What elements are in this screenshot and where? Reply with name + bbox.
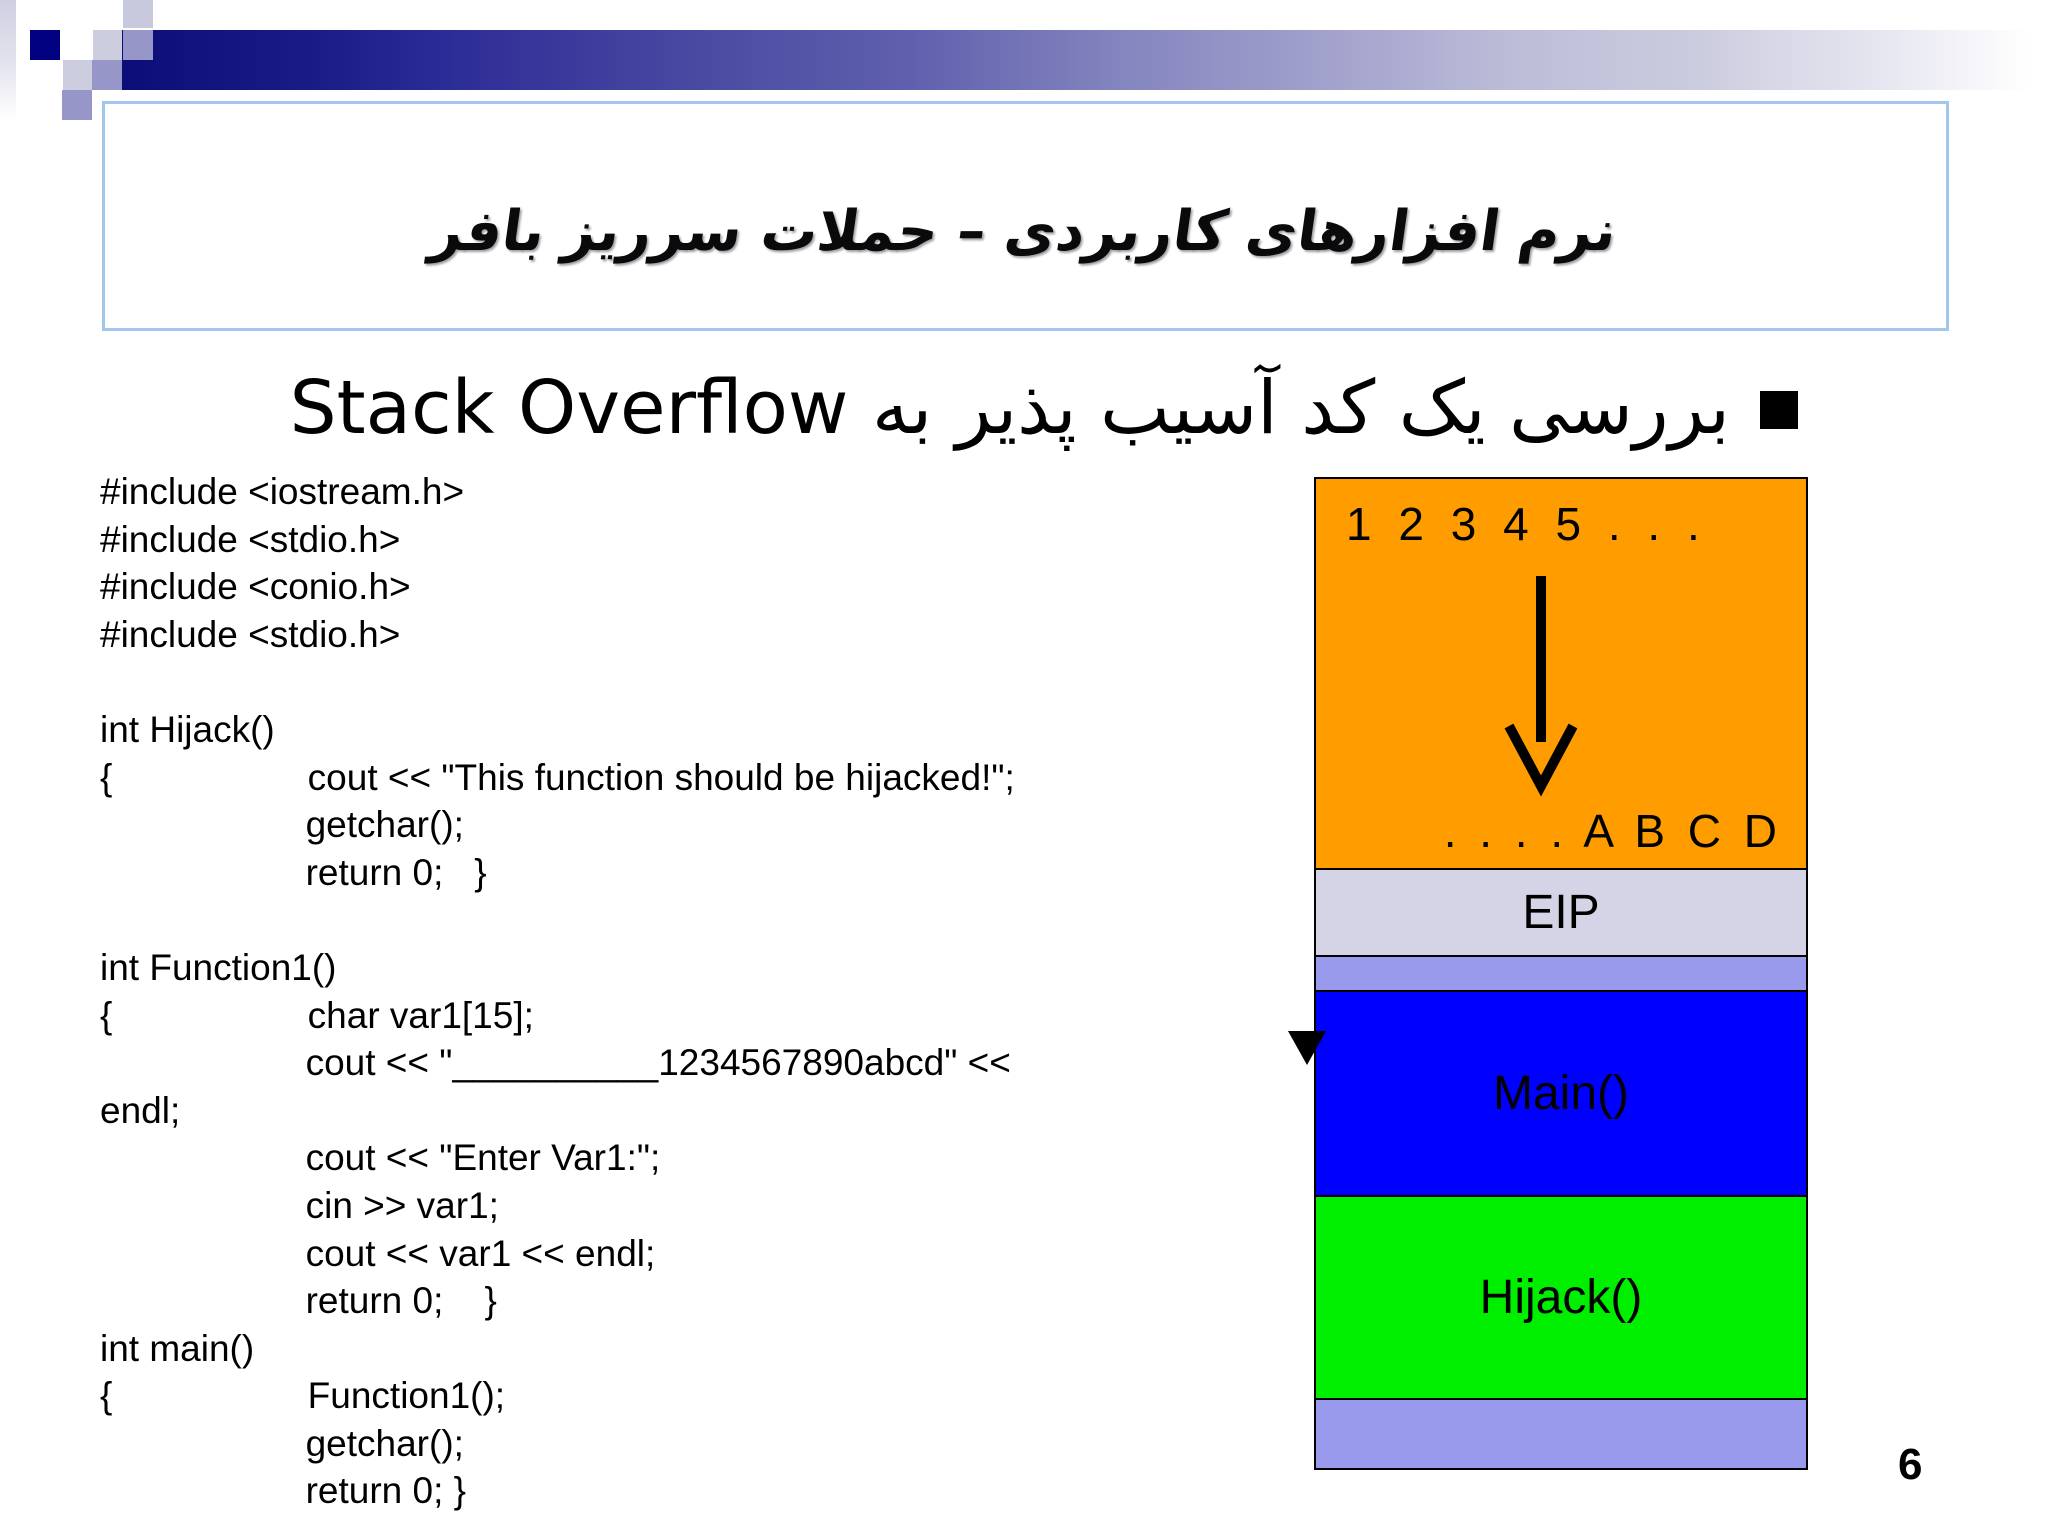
bullet-line: بررسی یک کد آسیب پذیر به Stack Overflow [290, 356, 1798, 460]
stack-block-eip: EIP [1314, 868, 1808, 957]
code-listing: #include <iostream.h> #include <stdio.h>… [100, 471, 1015, 1512]
deco-square-lavender-top [123, 0, 153, 28]
bullet-text: بررسی یک کد آسیب پذیر به Stack Overflow [289, 365, 1730, 451]
square-bullet-icon [1760, 391, 1798, 429]
deco-square-periwinkle-2 [92, 60, 122, 90]
deco-square-lavender-2 [63, 60, 92, 90]
stack-pointer-triangle-icon [1288, 1031, 1326, 1065]
stack-diagram: 1 2 3 4 5 . . . . . . . A B C D EIP Main… [1314, 477, 1808, 1470]
page-number: 6 [1898, 1440, 1923, 1489]
deco-square-navy [30, 30, 60, 60]
stack-block-buffer: 1 2 3 4 5 . . . . . . . A B C D [1314, 477, 1808, 870]
left-gradient-strip [0, 0, 16, 120]
slide-title: نرم افزارهای کاربردی – حملات سرریز بافر [426, 198, 1621, 264]
buffer-overflow-label: . . . . A B C D [1443, 805, 1782, 857]
deco-square-lavender-1 [93, 30, 123, 60]
stack-block-main: Main() [1314, 990, 1808, 1197]
eip-label: EIP [1522, 886, 1600, 939]
stack-block-spacer-bottom [1314, 1398, 1808, 1470]
title-box: نرم افزارهای کاربردی – حملات سرریز بافر [102, 101, 1949, 331]
deco-square-periwinkle-1 [123, 30, 153, 60]
buffer-input-label: 1 2 3 4 5 . . . [1346, 498, 1707, 550]
hijack-label: Hijack() [1479, 1271, 1643, 1324]
stack-block-hijack: Hijack() [1314, 1195, 1808, 1400]
down-arrow-icon [1504, 576, 1578, 797]
deco-square-periwinkle-3 [62, 90, 92, 120]
stack-block-spacer-top [1314, 955, 1808, 992]
banner-gradient-bar [122, 30, 2048, 90]
main-label: Main() [1492, 1067, 1629, 1120]
